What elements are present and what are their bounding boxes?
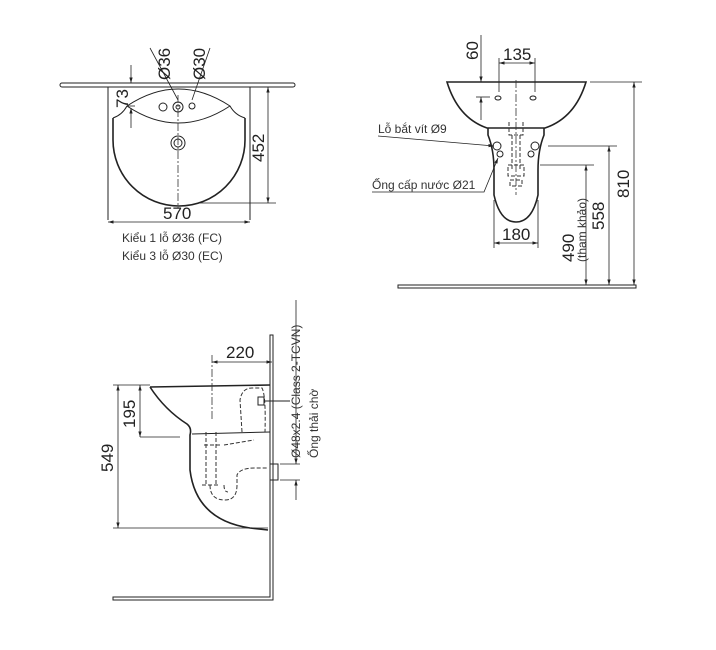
dim-195: 195: [120, 400, 139, 428]
hole-30: [188, 102, 196, 110]
dim-810: 810: [614, 170, 633, 198]
wall-floor: [112, 334, 274, 601]
rim-dim: 73: [113, 89, 132, 108]
dim-549: 549: [98, 444, 117, 472]
dim-490: 490: [559, 234, 578, 262]
width-dim: 570: [163, 204, 191, 223]
depth-dim: 452: [249, 134, 268, 162]
hole-36-label: Ø36: [155, 48, 174, 80]
screw-hole-label: Lỗ bắt vít Ø9: [378, 121, 447, 136]
pedestal-front: [487, 128, 545, 223]
floor-line: [397, 284, 637, 289]
screw-hole: [492, 141, 502, 151]
countertop: [59, 82, 296, 88]
drain-label: Ống thải chờ: [306, 389, 321, 458]
water-inlet: [496, 150, 504, 158]
dim-180: 180: [502, 225, 530, 244]
water-supply-label: Ống cấp nước Ø21: [372, 177, 476, 192]
dim-490-note: (tham khảo): [575, 198, 589, 262]
dim-558: 558: [589, 202, 608, 230]
pipe-spec-label: Ø48x2.4 (Class 2-TCVN): [289, 325, 303, 458]
caption-1: Kiểu 1 lỗ Ø36 (FC): [122, 230, 222, 245]
side-hole: [158, 102, 168, 112]
dim-220: 220: [226, 343, 254, 362]
hole-30-label: Ø30: [190, 48, 209, 80]
dim-135: 135: [503, 45, 531, 64]
side-view: 220 195 549 Ø48x2.4 (Class 2-TCVN) Ống t…: [98, 300, 321, 601]
drain-icon: [170, 135, 186, 151]
top-view: Ø36 Ø30 73 452 570 Kiểu 1 lỗ Ø36 (FC) Ki…: [59, 47, 296, 263]
basin-outline: [112, 118, 246, 207]
drain-pipe-stub: [269, 463, 279, 481]
basin-side: [149, 384, 271, 531]
caption-2: Kiểu 3 lỗ Ø30 (EC): [122, 248, 223, 263]
front-view: Lỗ bắt vít Ø9 Ống cấp nước Ø21 60 135 18…: [372, 35, 642, 289]
dim-60: 60: [463, 41, 482, 60]
basin-front: [445, 81, 588, 129]
